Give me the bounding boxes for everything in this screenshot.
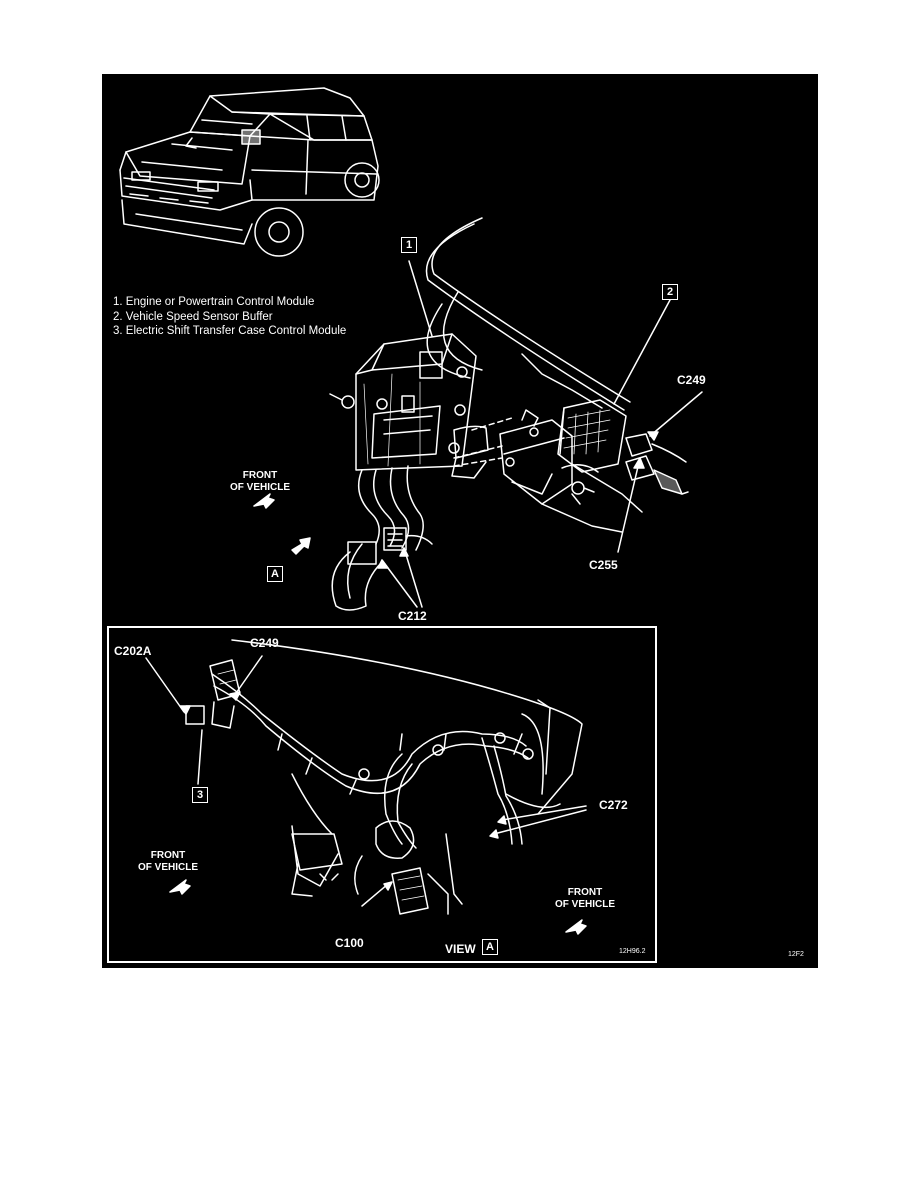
legend-item: 3. Electric Shift Transfer Case Control … (113, 325, 347, 337)
callout-2: 2 (662, 284, 678, 300)
parts-legend: 1. Engine or Powertrain Control Module 2… (113, 295, 346, 339)
harness-c212 (331, 465, 433, 611)
connector-label-c202a: C202A (114, 644, 152, 658)
view-a-callout: A (482, 939, 498, 955)
view-a-label: VIEW (445, 942, 476, 956)
front-of-vehicle-label-inset-left: FRONT OF VEHICLE (137, 850, 198, 873)
connector-label-c249: C249 (677, 373, 706, 387)
front-arrow-inset-right (565, 919, 587, 935)
front-arrow-main (253, 493, 275, 509)
leader-lines-inset (145, 655, 587, 907)
connector-label-c100: C100 (335, 936, 364, 950)
legend-item: 2. Vehicle Speed Sensor Buffer (113, 310, 273, 323)
connector-label-c272: C272 (599, 798, 628, 812)
cowl-panel (425, 217, 631, 411)
connector-label-c249-inset: C249 (250, 636, 279, 650)
mounting-bracket (451, 409, 643, 533)
inset-harness (185, 639, 583, 915)
vehicle-illustration (119, 87, 380, 257)
callout-a: A (267, 566, 283, 582)
vss-buffer (557, 399, 689, 495)
front-of-vehicle-label: FRONT OF VEHICLE (229, 470, 290, 493)
front-arrow-inset-left (169, 879, 191, 895)
wiring-diagram: 1. Engine or Powertrain Control Module 2… (102, 74, 818, 968)
inset-code: 12H96.2 (619, 948, 646, 955)
front-of-vehicle-label-inset-right: FRONT OF VEHICLE (554, 887, 615, 910)
connector-label-c255: C255 (589, 558, 618, 572)
connector-label-c212: C212 (398, 609, 427, 623)
diagram-artwork (119, 87, 703, 935)
figure-code: 12F2 (788, 951, 804, 958)
view-a-inset (107, 626, 657, 963)
legend-item: 1. Engine or Powertrain Control Module (113, 296, 315, 308)
view-a-arrow (291, 537, 311, 555)
ecm-module (329, 333, 477, 471)
callout-3: 3 (192, 787, 208, 803)
callout-1: 1 (401, 237, 417, 253)
leader-lines-main (377, 260, 703, 608)
